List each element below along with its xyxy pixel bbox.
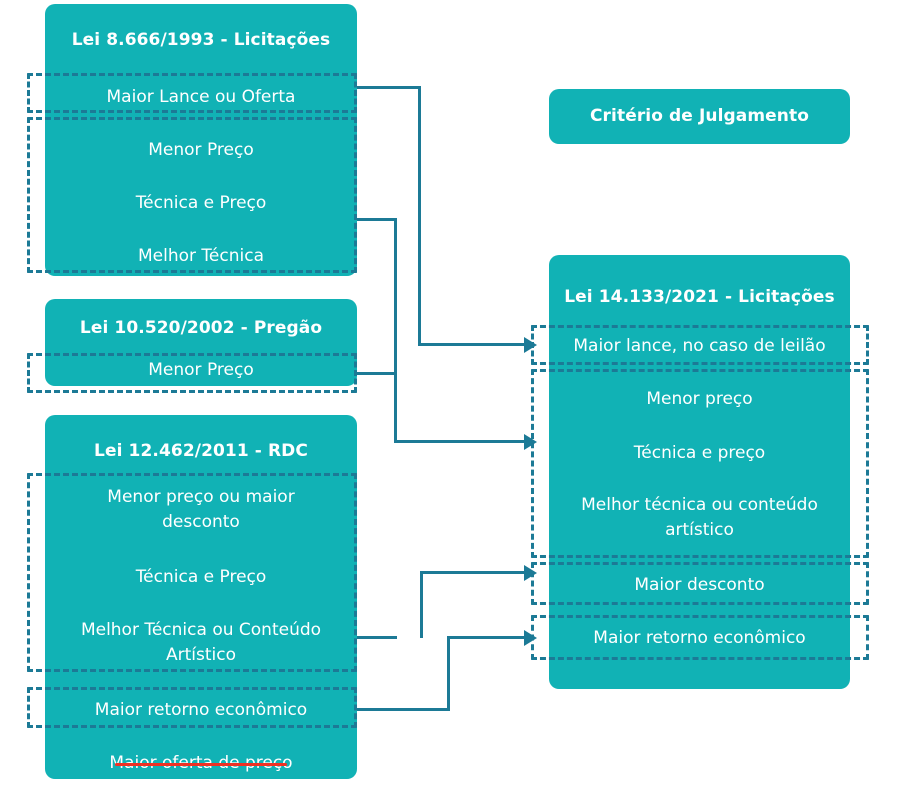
panel-lei-12462-title: Lei 12.462/2011 - RDC: [94, 441, 308, 461]
highlight-maior-retorno-economico-14133: [531, 615, 869, 660]
connector-4-arrowhead: [524, 434, 537, 450]
connector-4-seg-a: [394, 440, 528, 443]
connector-7-arrowhead: [524, 630, 537, 646]
item-maior-lance-no-caso-de-leilao: Maior lance, no caso de leilão: [573, 336, 826, 356]
item-menor-preco-14133: Menor preço: [646, 389, 753, 409]
highlight-maior-lance-ou-oferta: [27, 73, 357, 113]
item-menor-preco-ou-maior-desconto: Menor preço ou maior desconto: [107, 487, 295, 532]
item-melhor-tecnica-ou-conteudo-artistico-rdc: Melhor Técnica ou Conteúdo Artístico: [80, 620, 322, 665]
connector-6-seg-b: [420, 571, 528, 574]
item-maior-retorno-economico-14133: Maior retorno econômico: [593, 628, 806, 648]
connector-7-seg-a: [357, 708, 450, 711]
connector-1-seg-b: [418, 86, 421, 343]
panel-lei-8666: Lei 8.666/1993 - Licitações Maior Lance …: [45, 4, 357, 276]
connector-1-arrowhead: [524, 337, 537, 353]
panel-lei-8666-title: Lei 8.666/1993 - Licitações: [71, 30, 331, 50]
item-tecnica-e-preco-rdc: Técnica e Preço: [135, 567, 267, 587]
connector-1-seg-c: [418, 343, 528, 346]
item-melhor-tecnica-8666: Melhor Técnica: [138, 246, 264, 266]
strikethrough-line: [115, 763, 287, 766]
highlight-14133-group-preco-tecnica: [531, 369, 869, 558]
criterio-de-julgamento-label: Critério de Julgamento: [589, 106, 810, 126]
highlight-rdc-group-preco-tecnica: [27, 473, 357, 672]
panel-criterio-de-julgamento: Critério de Julgamento: [549, 89, 850, 144]
highlight-8666-group-preco-tecnica: [27, 117, 357, 273]
connector-3-seg-a: [357, 372, 397, 375]
item-maior-desconto: Maior desconto: [634, 575, 765, 595]
panel-lei-14133-title: Lei 14.133/2021 - Licitações: [564, 287, 835, 307]
connector-2-trunk: [394, 218, 397, 442]
highlight-menor-preco-pregao: [27, 353, 357, 393]
item-tecnica-e-preco-14133: Técnica e preço: [633, 443, 766, 463]
item-maior-lance-ou-oferta: Maior Lance ou Oferta: [106, 87, 296, 107]
item-maior-retorno-economico-rdc: Maior retorno econômico: [94, 700, 308, 720]
highlight-maior-desconto: [531, 562, 869, 605]
connector-1-seg-a: [357, 86, 421, 89]
highlight-maior-retorno-economico-rdc: [27, 687, 357, 728]
item-tecnica-e-preco-8666: Técnica e Preço: [135, 193, 267, 213]
connector-6-seg-a: [420, 571, 423, 638]
item-melhor-tecnica-ou-conteudo-artistico-14133: Melhor técnica ou conteúdo artístico: [581, 495, 818, 540]
connector-7-seg-c: [447, 636, 528, 639]
item-menor-preco-8666: Menor Preço: [148, 140, 254, 160]
connector-2-seg-a: [357, 218, 397, 221]
highlight-maior-lance-no-caso-de-leilao: [531, 325, 869, 365]
connector-7-seg-b: [447, 636, 450, 710]
connector-5-seg-a: [357, 636, 397, 639]
panel-lei-10520-title: Lei 10.520/2002 - Pregão: [79, 318, 323, 338]
panel-lei-10520: Lei 10.520/2002 - Pregão Menor Preço: [45, 299, 357, 386]
connector-6-arrowhead: [524, 565, 537, 581]
item-menor-preco-pregao: Menor Preço: [148, 360, 254, 380]
